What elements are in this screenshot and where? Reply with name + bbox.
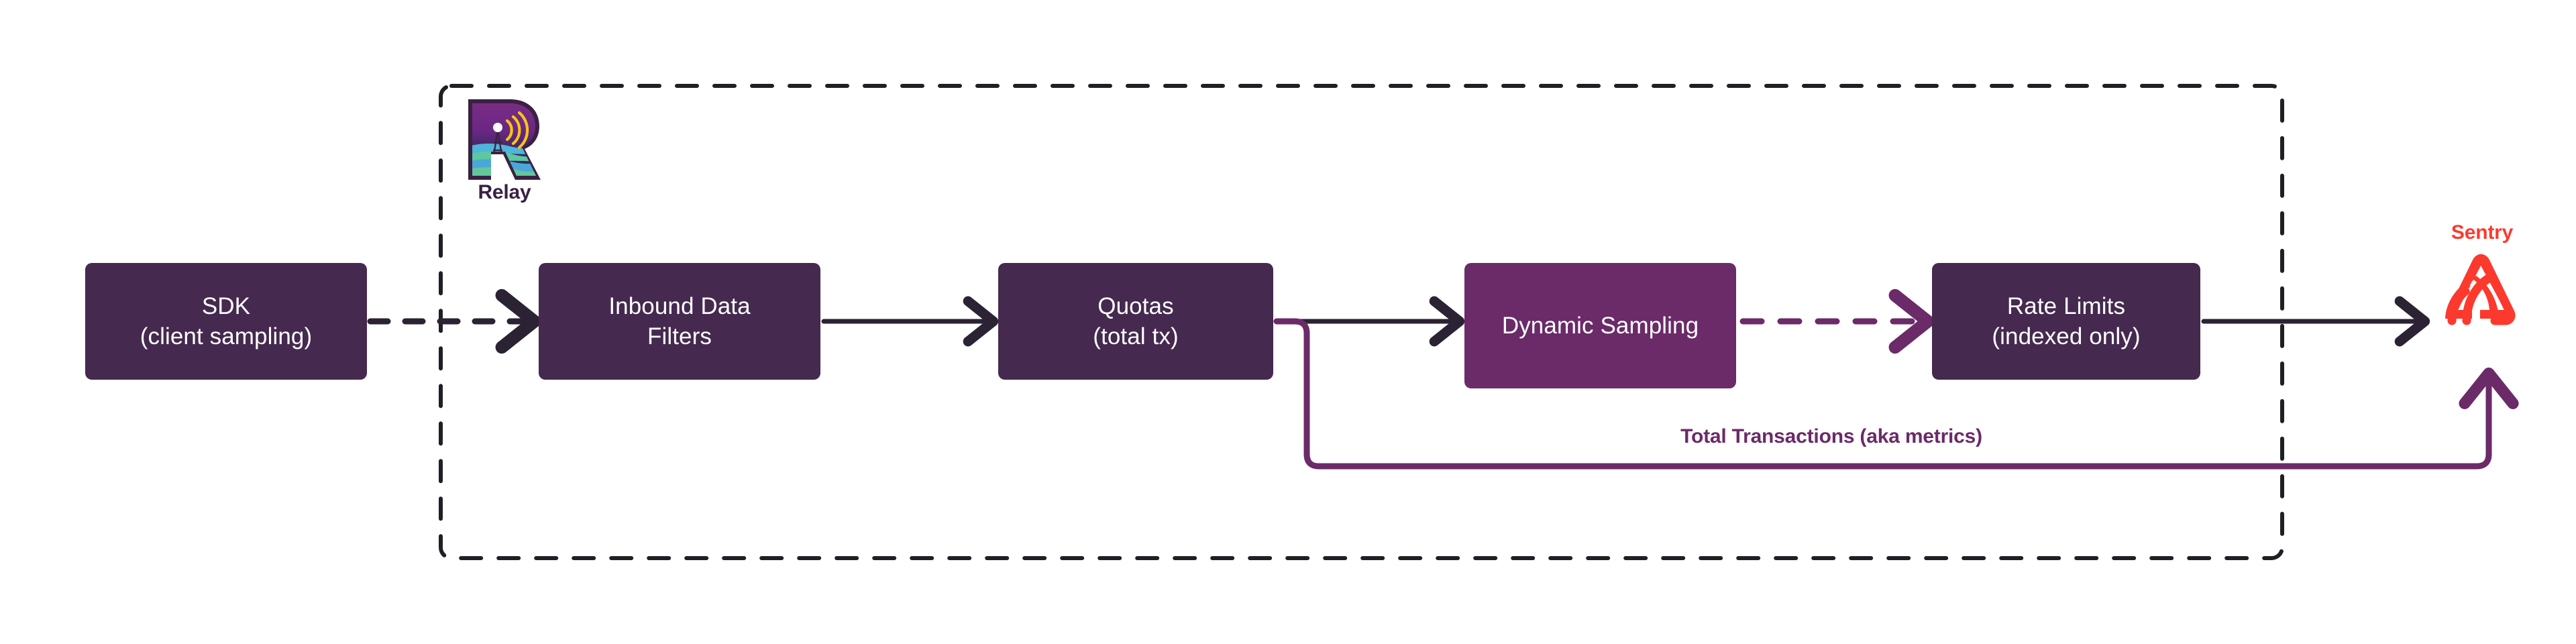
node-rate-line1: Rate Limits: [2006, 292, 2126, 319]
sentry-label: Sentry: [2451, 221, 2514, 244]
node-quotas-line2: (total tx): [1093, 323, 1179, 350]
node-filters-line2: Filters: [647, 323, 712, 350]
node-rate-limits[interactable]: Rate Limits (indexed only): [1932, 263, 2200, 380]
metrics-flow-label: Total Transactions (aka metrics): [1680, 425, 1982, 447]
node-sdk[interactable]: SDK (client sampling): [85, 263, 367, 380]
node-inbound-data-filters[interactable]: Inbound Data Filters: [539, 263, 820, 380]
sentry-logo-icon: [2445, 254, 2516, 325]
relay-group: Relay: [468, 99, 549, 233]
node-dynamic-sampling[interactable]: Dynamic Sampling: [1464, 263, 1736, 388]
sentry-group: Sentry: [2415, 221, 2576, 376]
node-quotas[interactable]: Quotas (total tx): [998, 263, 1273, 380]
node-sampling-line1: Dynamic Sampling: [1501, 312, 1699, 339]
node-sdk-line2: (client sampling): [140, 323, 313, 350]
node-quotas-line1: Quotas: [1097, 292, 1174, 319]
relay-logo-icon: [468, 99, 541, 180]
edge-quotas-to-sentry-metrics: [1273, 318, 2519, 470]
node-filters-line1: Inbound Data: [608, 292, 751, 319]
node-rate-line2: (indexed only): [1992, 323, 2141, 350]
node-sdk-line1: SDK: [201, 292, 251, 319]
relay-label: Relay: [478, 181, 531, 203]
